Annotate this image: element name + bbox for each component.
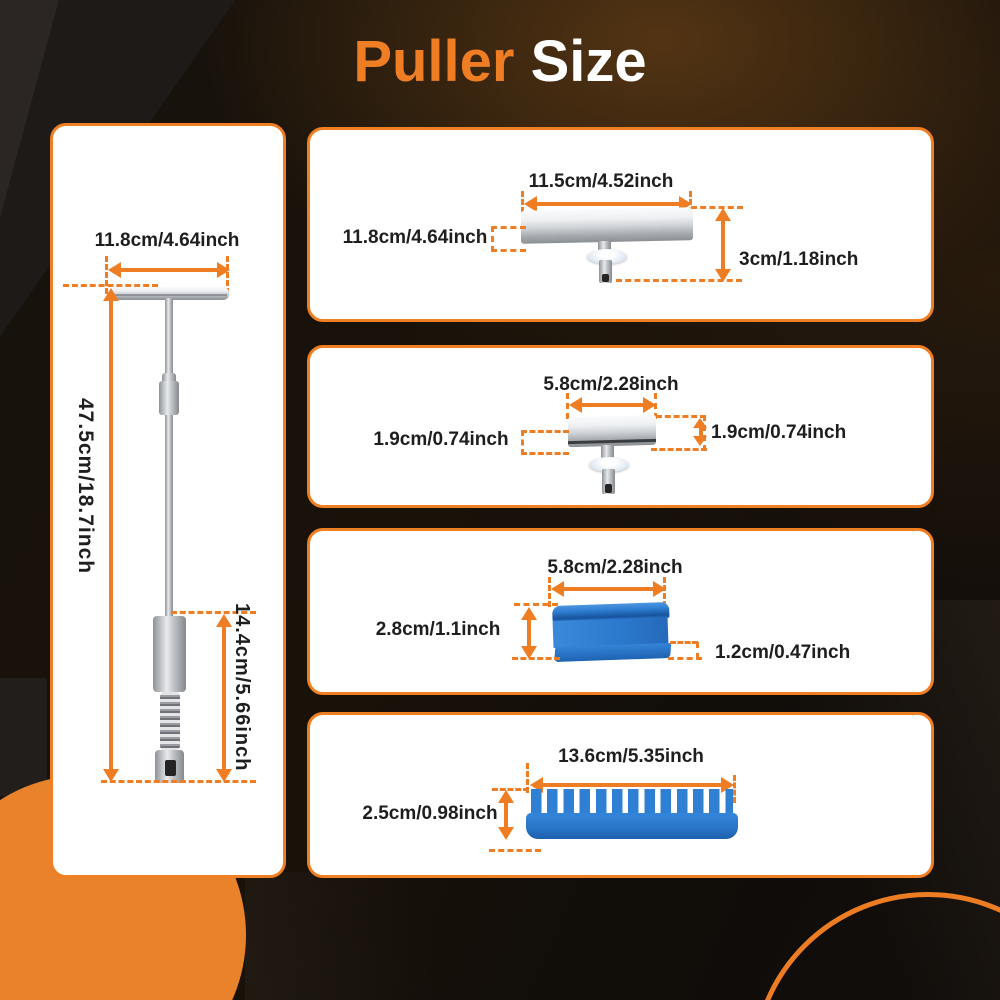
dimension-label-top: 5.8cm/2.28inch (543, 374, 679, 395)
glue-tab-strip-image (526, 789, 738, 839)
glue-tab-image (552, 601, 672, 663)
dimension-label-top: 5.8cm/2.28inch (547, 557, 683, 578)
dimension-dash (63, 284, 158, 287)
panel-t-bar-large: 11.5cm/4.52inch 11.8cm/4.64inch 3cm/1.18… (307, 127, 934, 322)
dimension-label-left: 11.8cm/4.64inch (342, 227, 488, 248)
spring-image (160, 692, 180, 750)
dimension-dash (512, 657, 560, 660)
dimension-dash (226, 256, 229, 294)
dimension-arrow (108, 262, 230, 278)
dimension-label-left: 1.9cm/0.74inch (373, 429, 509, 450)
dimension-label-right: 3cm/1.18inch (739, 249, 859, 270)
panel-glue-tab: 5.8cm/2.28inch 2.8cm/1.1inch 1.2cm/0.47i… (307, 528, 934, 695)
dimension-label-total-length: 47.5cm/18.7inch (74, 398, 98, 575)
tip-hole (605, 484, 612, 493)
dimension-dash (670, 641, 698, 644)
page-title-word2: Size (530, 29, 647, 94)
left-edge-gray-block (0, 678, 47, 796)
dimension-arrow-vertical (521, 607, 537, 659)
bottom-middle-shade (245, 872, 575, 1000)
strip-teeth (531, 789, 733, 816)
dimension-arrow (569, 397, 656, 413)
t-bar-large-image (521, 207, 693, 244)
dimension-arrow (551, 581, 666, 597)
t-bar-stem-image (601, 445, 614, 459)
page-title-word1: Puller (353, 29, 515, 94)
dimension-label-hammer-travel: 14.4cm/5.66inch (231, 603, 253, 772)
dimension-arrow-vertical (693, 418, 709, 446)
dimension-bracket (491, 226, 526, 252)
t-bar-stem-image (598, 241, 611, 252)
dimension-dash (526, 763, 529, 793)
chuck-nut-image (159, 381, 179, 415)
dimension-dash (703, 415, 706, 451)
dimension-dash (548, 577, 551, 607)
dimension-dash (733, 775, 736, 803)
dimension-arrow-vertical (715, 208, 731, 282)
dimension-dash (566, 393, 569, 419)
t-bar-small-image (568, 414, 656, 448)
connector-hole (165, 760, 176, 776)
washer-image (587, 249, 627, 264)
chuck-taper-image (162, 373, 176, 382)
glue-tab-lip (554, 642, 672, 663)
dimension-arrow-vertical (103, 288, 119, 782)
dimension-dash (668, 657, 702, 660)
dimension-label-left: 2.5cm/0.98inch (362, 803, 498, 824)
dimension-dash (696, 642, 699, 659)
dimension-label-left: 2.8cm/1.1inch (375, 619, 501, 640)
panel-t-bar-small: 5.8cm/2.28inch 1.9cm/0.74inch 1.9cm/0.74… (307, 345, 934, 508)
slide-hammer-weight-image (153, 616, 186, 692)
panel-t-handle-puller: 11.8cm/4.64inch 47.5cm/18.7inch 14.4cm/5… (50, 123, 286, 878)
t-handle-bar-image (110, 287, 229, 300)
dimension-dash (105, 256, 108, 294)
dimension-dash (492, 788, 529, 791)
dimension-bracket (521, 430, 569, 455)
dimension-label-top: 11.5cm/4.52inch (528, 171, 674, 192)
washer-image (589, 457, 629, 472)
dimension-dash (651, 448, 707, 451)
dimension-dash (654, 393, 657, 419)
dimension-dash (656, 415, 706, 418)
dimension-label-right: 1.2cm/0.47inch (715, 642, 851, 663)
dimension-dash (616, 279, 742, 282)
dimension-dash (663, 577, 666, 607)
dimension-dash (101, 780, 256, 783)
dimension-dash (514, 603, 558, 606)
strip-base (526, 813, 738, 839)
dimension-dash (171, 611, 256, 614)
page-title: Puller Size (0, 27, 1000, 97)
dimension-label-top: 13.6cm/5.35inch (558, 746, 704, 767)
dimension-arrow-vertical (498, 790, 514, 840)
panel-glue-tab-strip: 13.6cm/5.35inch 2.5cm/0.98inch (307, 712, 934, 878)
dimension-label-right: 1.9cm/0.74inch (711, 422, 847, 443)
dimension-dash (489, 849, 541, 852)
dimension-arrow-vertical (216, 614, 232, 782)
puller-shaft-image (165, 298, 173, 618)
dimension-dash (691, 206, 743, 209)
tip-hole (602, 274, 609, 282)
dimension-label-handle-width: 11.8cm/4.64inch (94, 230, 240, 251)
